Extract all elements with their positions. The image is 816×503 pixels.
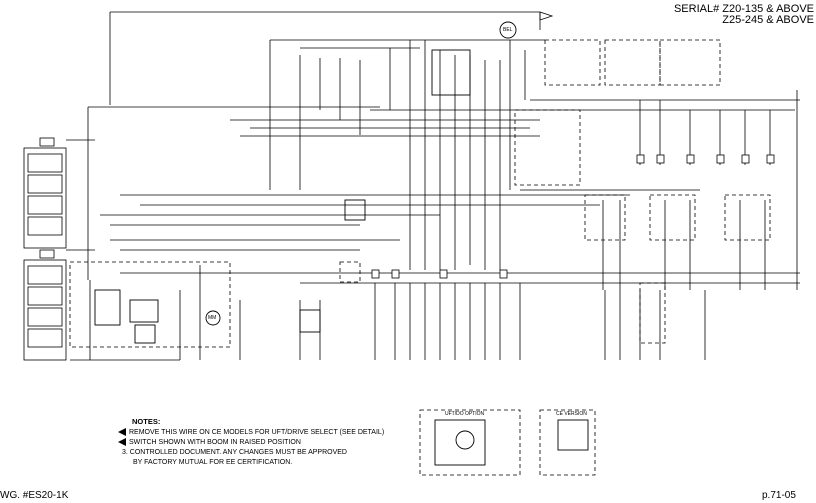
- note-2-text: SWITCH SHOWN WITH BOOM IN RAISED POSITIO…: [129, 438, 301, 446]
- serial-line-1: SERIAL# Z20-135 & ABOVE: [673, 3, 814, 15]
- page-number: p.71-05: [762, 490, 796, 501]
- note-1: REMOVE THIS WIRE ON CE MODELS FOR UFT/DR…: [118, 428, 384, 437]
- note-3-text: CONTROLLED DOCUMENT. ANY CHANGES MUST BE…: [129, 449, 347, 456]
- motor-label-top: BEL: [503, 27, 513, 33]
- note-1-text: REMOVE THIS WIRE ON CE MODELS FOR UFT/DR…: [129, 428, 385, 436]
- note-4-text: BY FACTORY MUTUAL FOR EE CERTIFICATION.: [133, 459, 293, 466]
- note-marker-1: [118, 428, 126, 436]
- motor-label-left: MM: [208, 315, 217, 321]
- note-3: 3. CONTROLLED DOCUMENT. ANY CHANGES MUST…: [122, 449, 347, 457]
- note-3-marker: 3.: [122, 449, 128, 456]
- serial-line-2: Z25-245 & ABOVE: [722, 14, 814, 26]
- note-4: BY FACTORY MUTUAL FOR EE CERTIFICATION.: [133, 459, 292, 467]
- drawing-number: WG. #ES20-1K: [0, 490, 69, 501]
- note-marker-2: [118, 438, 126, 446]
- note-2: SWITCH SHOWN WITH BOOM IN RAISED POSITIO…: [118, 438, 301, 447]
- uft-option-label: UFT/DO OPTION: [445, 411, 485, 417]
- ce-version-label: CE VERSION: [556, 411, 587, 417]
- notes-title: NOTES:: [132, 417, 161, 426]
